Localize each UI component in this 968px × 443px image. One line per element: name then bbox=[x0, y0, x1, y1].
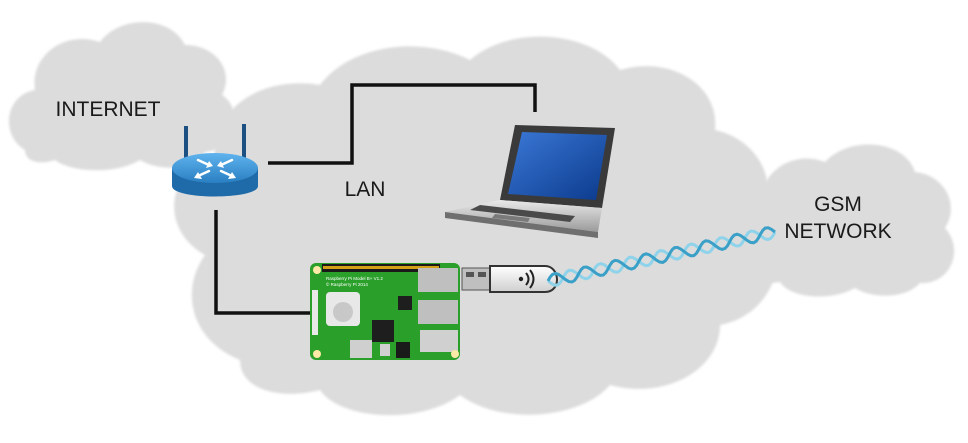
raspberry-pi-board-icon: Raspberry Pi Model B+ V1.2 © Raspberry P… bbox=[310, 263, 460, 360]
internet-cloud bbox=[8, 22, 235, 171]
gsm-label-line1: GSM bbox=[814, 193, 862, 216]
router-to-laptop-cable bbox=[268, 83, 537, 165]
board-copyright-text: © Raspberry Pi 2014 bbox=[326, 281, 368, 287]
internet-label: INTERNET bbox=[55, 98, 161, 121]
lan-label: LAN bbox=[344, 178, 386, 201]
lan-cables bbox=[214, 83, 537, 315]
gsm-cloud bbox=[736, 144, 955, 297]
wireless-signal-icon bbox=[518, 269, 535, 289]
laptop-icon bbox=[445, 125, 615, 238]
gsm-signal-wave bbox=[546, 226, 777, 287]
router-to-pi-cable bbox=[214, 210, 315, 315]
usb-gsm-modem-icon bbox=[461, 265, 558, 293]
lan-cloud bbox=[174, 36, 778, 416]
router-icon bbox=[172, 124, 258, 197]
board-model-text: Raspberry Pi Model B+ V1.2 bbox=[326, 276, 383, 281]
gsm-label-line2: NETWORK bbox=[784, 220, 892, 243]
